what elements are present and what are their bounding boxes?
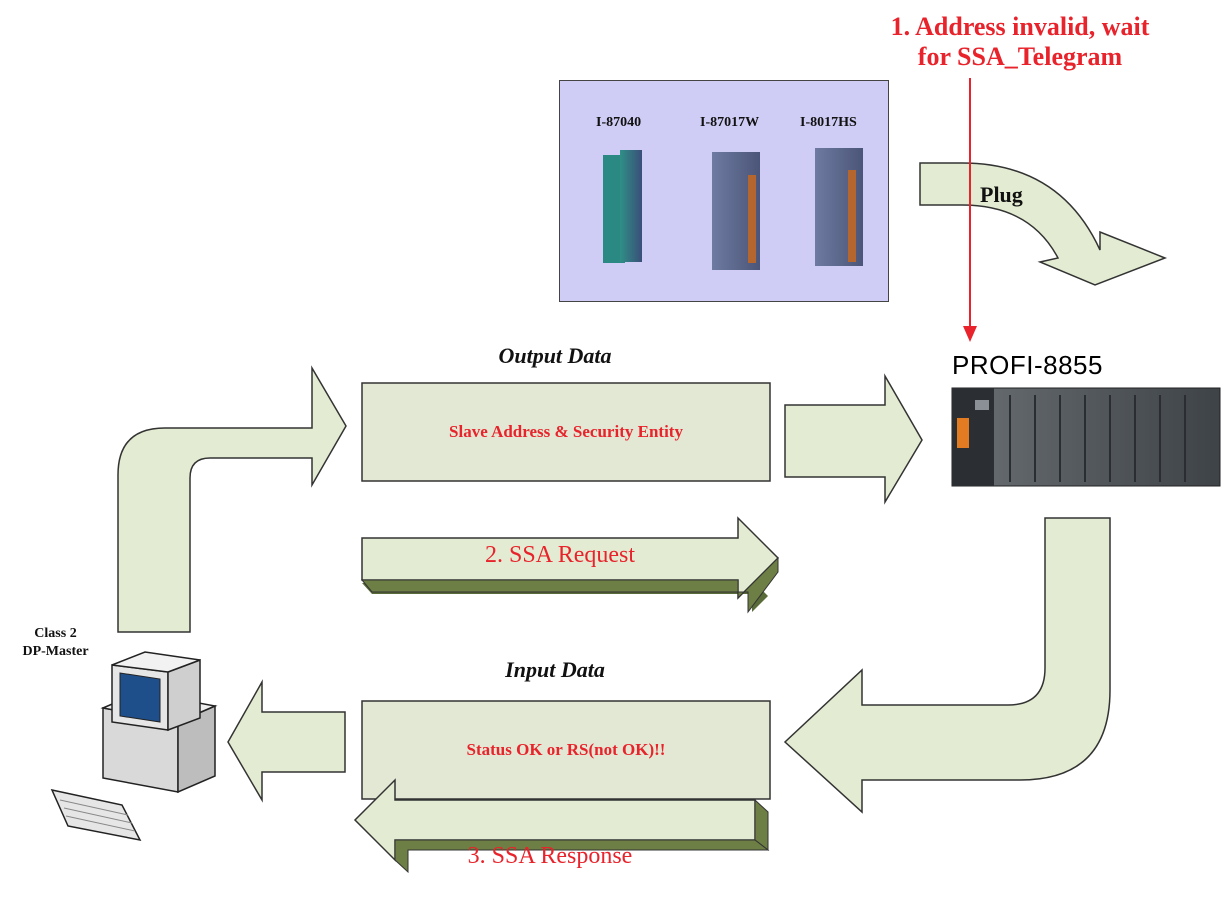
profi-8855-device-image xyxy=(951,387,1221,487)
plug-label: Plug xyxy=(980,182,1023,207)
input-to-master-arrow xyxy=(227,679,346,803)
step2-arrow xyxy=(360,516,780,614)
step1-line1: 1. Address invalid, wait xyxy=(890,12,1150,41)
device-down-arrow xyxy=(783,517,1111,814)
device-title: PROFI-8855 xyxy=(952,350,1103,380)
input-box xyxy=(361,700,771,800)
module-label-i87017w: I-87017W xyxy=(700,115,760,130)
step1-line2: for SSA_Telegram xyxy=(917,42,1123,71)
module-label-i87040: I-87040 xyxy=(596,115,642,130)
input-box-text: Status OK or RS(not OK)!! xyxy=(466,740,666,759)
output-box-text: Slave Address & Security Entity xyxy=(449,422,683,441)
output-box xyxy=(361,382,771,482)
step1-label: 1. Address invalid, wait for SSA_Telegra… xyxy=(820,12,1220,72)
master-up-arrow xyxy=(117,365,347,633)
module-i8017hs-image xyxy=(815,148,863,266)
module-i87017w-image xyxy=(712,152,760,270)
master-label-line1: Class 2 xyxy=(34,626,77,641)
output-to-device-arrow xyxy=(784,373,923,505)
master-label-line2: DP-Master xyxy=(22,644,89,659)
plug-arrow xyxy=(919,162,1168,286)
dp-master-label: Class 2 DP-Master xyxy=(8,625,103,661)
module-label-i8017hs: I-8017HS xyxy=(800,115,857,130)
step1-arrowhead xyxy=(963,326,977,342)
step3-arrow xyxy=(353,778,770,874)
output-data-title: Output Data xyxy=(498,343,612,368)
module-i87040-image xyxy=(603,150,642,263)
dp-master-computer-image xyxy=(50,651,218,842)
step2-label: 2. SSA Request xyxy=(484,542,636,568)
input-data-title: Input Data xyxy=(505,657,605,682)
step3-label: 3. SSA Response xyxy=(467,843,633,869)
